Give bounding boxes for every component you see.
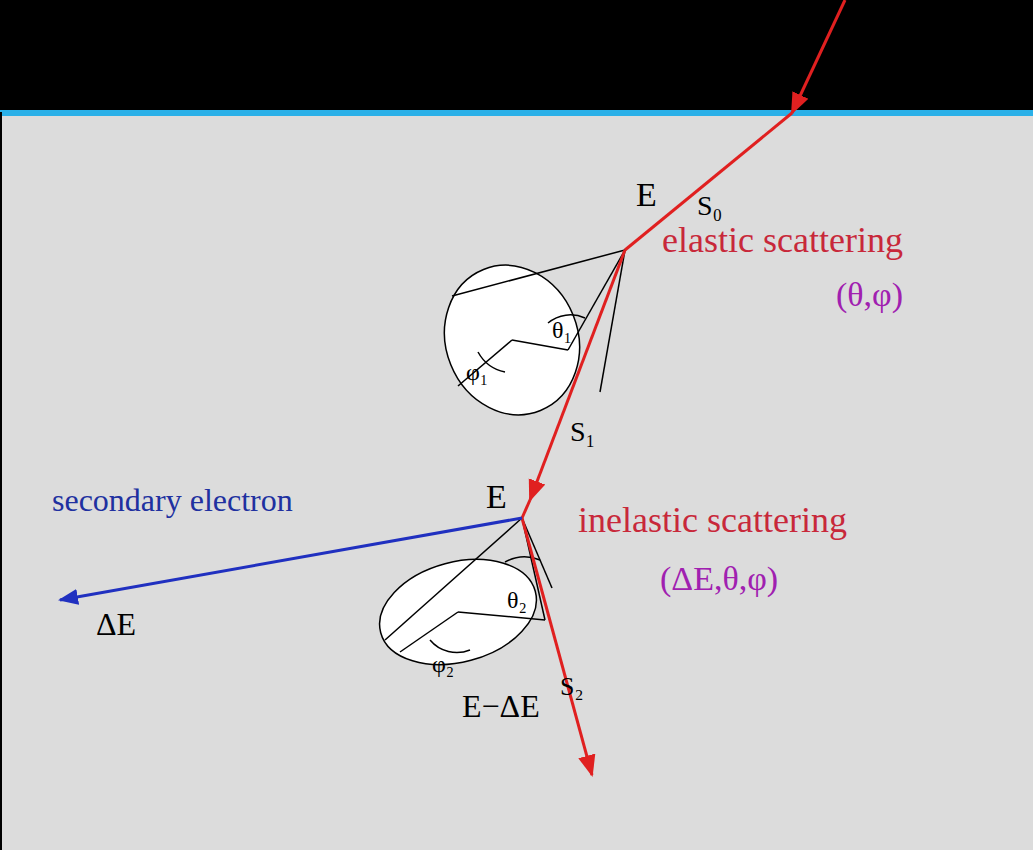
energy-label: ΔE bbox=[96, 608, 136, 640]
scattering-cone bbox=[422, 245, 625, 435]
secondary-label: secondary electron bbox=[52, 484, 293, 516]
angle-label: φ₂ bbox=[432, 652, 454, 676]
energy-label: E−ΔE bbox=[462, 690, 540, 722]
energy-label: E bbox=[636, 178, 657, 212]
angle-label: θ₁ bbox=[552, 318, 572, 342]
angle-label: φ₁ bbox=[466, 360, 488, 384]
energy-label: E bbox=[486, 480, 507, 514]
electron-trajectory bbox=[522, 0, 845, 775]
angle-label: θ₂ bbox=[507, 588, 527, 612]
path-length: S₀ bbox=[697, 192, 722, 220]
path-length: S₂ bbox=[560, 674, 584, 700]
process-label: inelastic scattering bbox=[578, 502, 847, 538]
vacuum-region bbox=[0, 0, 1033, 112]
process-label: elastic scattering bbox=[662, 222, 903, 258]
surface-line bbox=[0, 110, 1033, 116]
secondary-electron-path bbox=[60, 518, 522, 600]
border bbox=[0, 112, 2, 850]
scattering-cone bbox=[368, 518, 552, 681]
parameter-label: (ΔE,θ,φ) bbox=[660, 562, 778, 596]
path-length: S₁ bbox=[570, 418, 595, 446]
parameter-label: (θ,φ) bbox=[836, 278, 903, 312]
